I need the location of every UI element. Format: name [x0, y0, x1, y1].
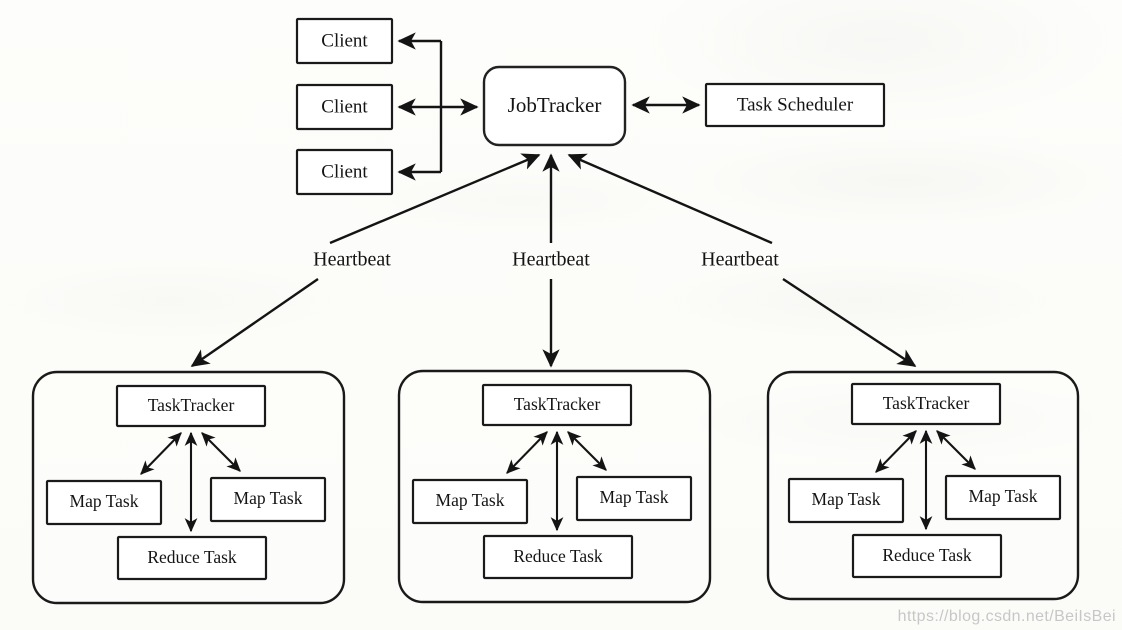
edge-tt-maptask-left-2 — [506, 431, 548, 474]
task-tracker-label-1: TaskTracker — [148, 395, 235, 415]
task-tracker-label-2: TaskTracker — [514, 394, 601, 414]
edge-heartbeat-left-down — [190, 278, 319, 367]
map-task-right-box-2 — [575, 475, 693, 522]
edge-tt-maptask-right-3 — [936, 430, 976, 470]
edge-tt-maptask-right-2 — [567, 431, 607, 471]
heartbeat-label-left: Heartbeat — [313, 249, 391, 271]
task-scheduler-node[interactable]: Task Scheduler — [704, 82, 886, 128]
client-node-2[interactable]: Client — [295, 83, 394, 131]
job-tracker-box — [482, 65, 627, 147]
task-tracker-box-3 — [850, 382, 1002, 426]
task-tracker-box-2 — [481, 383, 633, 427]
reduce-task-label-1: Reduce Task — [147, 547, 237, 567]
client-node-3[interactable]: Client — [295, 148, 394, 196]
map-task-right-box-1 — [209, 476, 327, 523]
job-tracker-label: JobTracker — [508, 93, 602, 117]
client-label-2: Client — [321, 96, 368, 117]
map-task-left-label-2: Map Task — [436, 490, 505, 510]
map-task-left-box-2 — [411, 478, 529, 525]
client-box-2 — [295, 83, 394, 131]
reduce-task-label-2: Reduce Task — [513, 546, 603, 566]
edge-tt-maptask-left-3 — [875, 430, 917, 473]
edge-tt-maptask-right-1 — [201, 432, 241, 472]
client-label-3: Client — [321, 161, 368, 182]
reduce-task-box-2 — [482, 534, 634, 580]
job-tracker-node[interactable]: JobTracker — [482, 65, 627, 147]
task-scheduler-label: Task Scheduler — [737, 94, 854, 115]
client-box-1 — [295, 17, 394, 65]
reduce-task-box-1 — [116, 535, 268, 581]
edge-heartbeat-right-up — [567, 153, 773, 245]
heartbeat-label-center: Heartbeat — [512, 249, 590, 271]
task-tracker-label-3: TaskTracker — [883, 393, 970, 413]
edge-heartbeat-right-down — [782, 277, 917, 368]
map-task-right-label-3: Map Task — [969, 486, 1038, 506]
edge-heartbeat-left-up — [329, 153, 541, 245]
map-task-right-label-1: Map Task — [234, 488, 303, 508]
reduce-task-box-3 — [851, 533, 1003, 579]
task-scheduler-box — [704, 82, 886, 128]
client-box-3 — [295, 148, 394, 196]
map-task-left-label-3: Map Task — [812, 489, 881, 509]
tasktracker-group-3[interactable]: TaskTracker Map Task Map Task Reduce Tas… — [766, 370, 1080, 601]
map-task-left-box-3 — [787, 477, 905, 524]
map-task-left-box-1 — [45, 479, 163, 526]
map-task-right-box-3 — [944, 474, 1062, 521]
map-task-right-label-2: Map Task — [600, 487, 669, 507]
tasktracker-group-1[interactable]: TaskTracker Map Task Map Task Reduce Tas… — [31, 370, 346, 605]
tasktracker-group-2[interactable]: TaskTracker Map Task Map Task Reduce Tas… — [397, 369, 712, 604]
reduce-task-label-3: Reduce Task — [882, 545, 972, 565]
edge-tt-maptask-left-1 — [140, 432, 182, 475]
map-task-left-label-1: Map Task — [70, 491, 139, 511]
heartbeat-label-right: Heartbeat — [701, 249, 779, 271]
client-node-1[interactable]: Client — [295, 17, 394, 65]
task-tracker-box-1 — [115, 384, 267, 428]
client-label-1: Client — [321, 30, 368, 51]
